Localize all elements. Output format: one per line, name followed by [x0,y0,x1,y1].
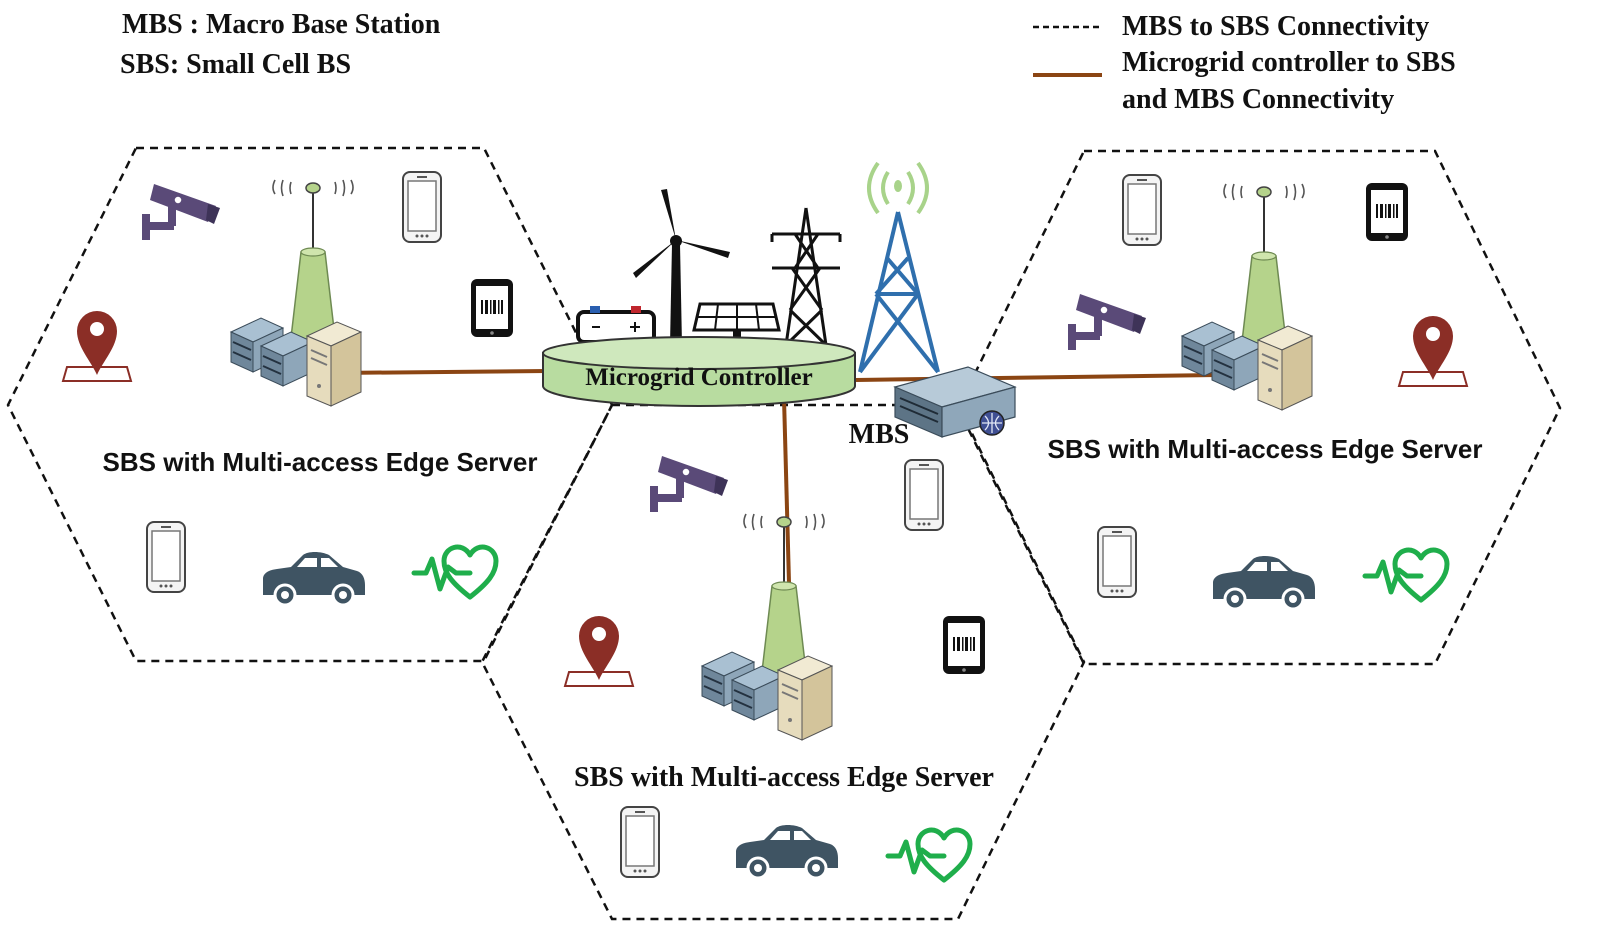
camera-icon [1067,293,1147,351]
legend-solid-label-line1: Microgrid controller to SBS [1122,47,1456,78]
phone-icon [402,171,442,243]
cell-bottom: SBS with Multi-access Edge Server [564,455,994,880]
transmission-tower-icon [770,207,842,347]
wind-turbine-icon [633,189,730,345]
location-pin-icon [62,310,132,382]
mbs-server-icon [893,366,1017,438]
phone-icon [620,806,660,878]
cell-left: SBS with Multi-access Edge Server [62,171,538,607]
legend-sbs-definition: SBS: Small Cell BS [120,49,351,80]
battery-icon [576,306,656,344]
heart-pulse-icon [414,547,496,597]
location-pin-icon [564,615,634,687]
sbs-bottom-label: SBS with Multi-access Edge Server [574,762,994,793]
phone-icon [1097,526,1137,598]
sbs-bottom-icon [701,513,833,741]
microgrid-controller [542,336,856,407]
phone-icon [146,521,186,593]
mbs-tower-icon [858,161,940,374]
location-pin-icon [1398,315,1468,387]
microgrid-controller-label: Microgrid Controller [585,364,813,391]
tablet-icon [1366,183,1408,241]
car-icon [1211,554,1317,611]
car-icon [261,550,367,607]
mbs-label: MBS [849,419,910,450]
sbs-right-label: SBS with Multi-access Edge Server [1048,434,1483,464]
connection-right [855,373,1219,382]
heart-pulse-icon [888,830,970,880]
legend-dashed-label: MBS to SBS Connectivity [1122,11,1429,42]
sbs-left-label: SBS with Multi-access Edge Server [103,447,538,477]
solar-panel-icon [692,302,781,342]
camera-icon [649,455,729,513]
camera-icon [141,183,221,241]
legend-solid-label-line2: and MBS Connectivity [1122,84,1394,115]
tablet-icon [943,616,985,674]
heart-pulse-icon [1365,550,1447,600]
sbs-left-icon [230,179,362,407]
tablet-icon [471,279,513,337]
connection-left [334,369,549,375]
cell-left-boundary [6,146,614,663]
legend-mbs-definition: MBS : Macro Base Station [122,9,441,40]
car-icon [734,823,840,880]
phone-icon [1122,174,1162,246]
cell-right: SBS with Multi-access Edge Server [1048,174,1483,611]
phone-icon [904,459,944,531]
